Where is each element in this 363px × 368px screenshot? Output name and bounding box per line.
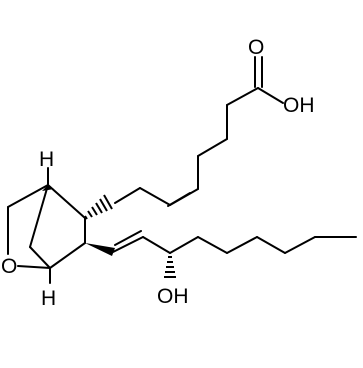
upper-chain [114,104,228,207]
carboxylic-acid-group [226,56,284,106]
ring-bond-o-bridgehead [17,265,51,269]
cis-double-bond-inner [167,192,191,207]
chain-bond-c14-c15 [142,236,171,254]
chain-bond-c15-c16 [169,236,199,254]
chain-bond-c17-c18 [226,236,258,254]
hashed-bond-side-oh [164,256,176,278]
bridgehead-h-top-label: H [39,148,54,171]
bridgehead-h-bottom-label: H [41,287,56,310]
wedge-lower-chain [85,243,115,256]
chain-bond-c16-c17 [197,236,228,254]
chain-bond-c1-c2 [226,87,259,106]
chain-bond-c3-c4 [197,138,228,157]
side-chain-hydroxyl-label: OH [157,285,189,308]
chain-bond-c18-c19 [256,236,286,254]
trans-double-bond-outer [112,236,144,253]
wedge-top-bridgehead [42,185,54,191]
chain-bond-c6-c7 [139,187,171,206]
acid-hydroxyl-label: OH [283,94,315,117]
lower-chain [112,230,357,254]
acid-oh-bond [257,87,284,104]
chain-bond-c19-c20 [284,236,316,254]
ring-bond-top-bridgehead-c [47,184,86,219]
ring-oxygen-label: O [1,255,17,278]
ring-bond-top-left [7,184,49,208]
chain-bond-c7-ring [114,187,141,204]
bridge-bond-top [29,184,49,248]
hashed-bond-upper-chain [84,194,113,220]
bridge-bond-bottom [29,246,51,269]
bicyclic-ring [7,167,86,284]
carbonyl-oxygen-label: O [248,36,264,59]
ring-bond-bottom [49,242,86,269]
trans-double-bond-inner [114,230,142,246]
